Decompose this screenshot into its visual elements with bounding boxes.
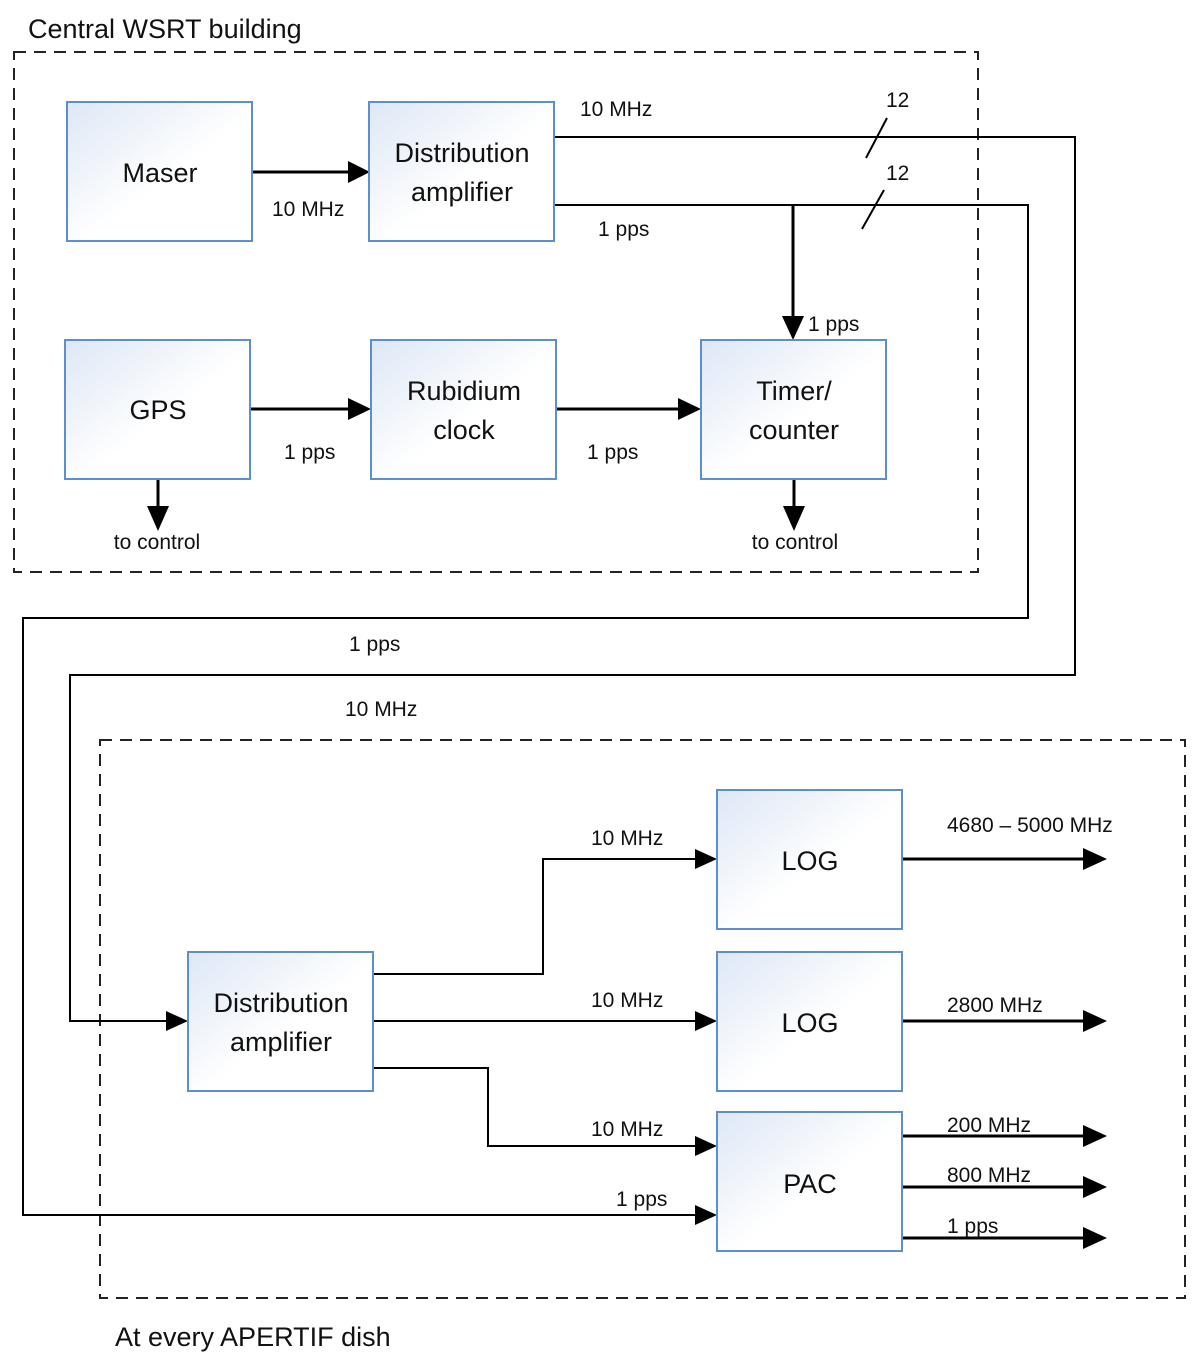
pac-1pps-in-label: 1 pps [616, 1188, 667, 1211]
gps-label: GPS [129, 395, 186, 425]
timer-line1: Timer/ [756, 376, 832, 406]
maser-label: Maser [122, 158, 197, 188]
link-10mhz-label: 10 MHz [345, 698, 417, 721]
distribution-amplifier-top-block: Distribution amplifier [368, 101, 555, 242]
bus-slash-1pps [861, 189, 885, 230]
log-block-2: LOG [716, 951, 903, 1092]
log2-out-arrowhead [1083, 1010, 1107, 1032]
link-1pps-label: 1 pps [349, 633, 400, 656]
link-10mhz-arrowhead [166, 1011, 188, 1031]
gps-out-label: 1 pps [284, 441, 335, 464]
dish-label: At every APERTIF dish [115, 1322, 391, 1352]
log1-label: LOG [781, 846, 838, 876]
top-10mhz-label: 10 MHz [580, 98, 652, 121]
bus-count-a-label: 12 [886, 89, 909, 112]
central-building-label: Central WSRT building [28, 14, 302, 44]
dist-to-pac-wire [373, 1067, 697, 1147]
gps-to-rb-arrowhead [348, 398, 371, 420]
timer-tap-arrowhead [782, 316, 804, 340]
distribution-amplifier-bottom-block: Distribution amplifier [187, 951, 374, 1092]
log-block-1: LOG [716, 789, 903, 930]
gps-control-arrowhead [147, 506, 169, 531]
link-1pps-arrowhead [695, 1205, 717, 1225]
log2-in-label: 10 MHz [591, 989, 663, 1012]
gps-block: GPS [64, 339, 251, 480]
dist-amp-bottom-line1: Distribution [213, 988, 348, 1018]
pac-out-1pps-label: 1 pps [947, 1215, 998, 1238]
bus-count-b-label: 12 [886, 162, 909, 185]
pac-label: PAC [783, 1169, 837, 1199]
log2-out-label: 2800 MHz [947, 994, 1043, 1017]
timer-line2: counter [749, 415, 839, 445]
log1-out-label: 4680 – 5000 MHz [947, 814, 1113, 837]
log1-in-label: 10 MHz [591, 827, 663, 850]
timer-counter-block: Timer/ counter [700, 339, 887, 480]
dist-to-log1-wire [373, 858, 697, 975]
timer-control-arrowhead [783, 506, 805, 531]
maser-block: Maser [66, 101, 253, 242]
pac-block: PAC [716, 1111, 903, 1252]
pac-out-200-arrowhead [1083, 1125, 1107, 1147]
link-10mhz-wire [69, 136, 1076, 1022]
pac-out-200-label: 200 MHz [947, 1114, 1031, 1137]
dist-amp-top-line1: Distribution [394, 138, 529, 168]
pac-out-800-label: 800 MHz [947, 1164, 1031, 1187]
dist-amp-top-line2: amplifier [411, 177, 513, 207]
dist-to-pac-arrowhead [695, 1136, 717, 1156]
pac-out-800-arrowhead [1083, 1176, 1107, 1198]
rb-to-timer-arrowhead [678, 398, 701, 420]
pac-10mhz-in-label: 10 MHz [591, 1118, 663, 1141]
rubidium-line2: clock [433, 415, 495, 445]
log1-out-arrowhead [1083, 848, 1107, 870]
link-1pps-wire [22, 204, 1029, 1216]
dish-frame [99, 739, 1186, 1299]
central-building-frame [13, 51, 979, 573]
rubidium-clock-block: Rubidium clock [370, 339, 557, 480]
rubidium-line1: Rubidium [407, 376, 521, 406]
bus-slash-10mhz [865, 117, 888, 159]
dist-amp-bottom-line2: amplifier [230, 1027, 332, 1057]
top-1pps-label: 1 pps [598, 218, 649, 241]
dist-to-log2-arrowhead [695, 1011, 717, 1031]
pac-out-1pps-arrowhead [1083, 1227, 1107, 1249]
dist-to-log1-arrowhead [695, 849, 717, 869]
gps-to-control-label: to control [114, 531, 200, 554]
maser-to-dist-arrowhead [348, 161, 370, 183]
timer-to-control-label: to control [752, 531, 838, 554]
maser-out-label: 10 MHz [272, 198, 344, 221]
rb-out-label: 1 pps [587, 441, 638, 464]
log2-label: LOG [781, 1008, 838, 1038]
timer-in-label: 1 pps [808, 313, 859, 336]
